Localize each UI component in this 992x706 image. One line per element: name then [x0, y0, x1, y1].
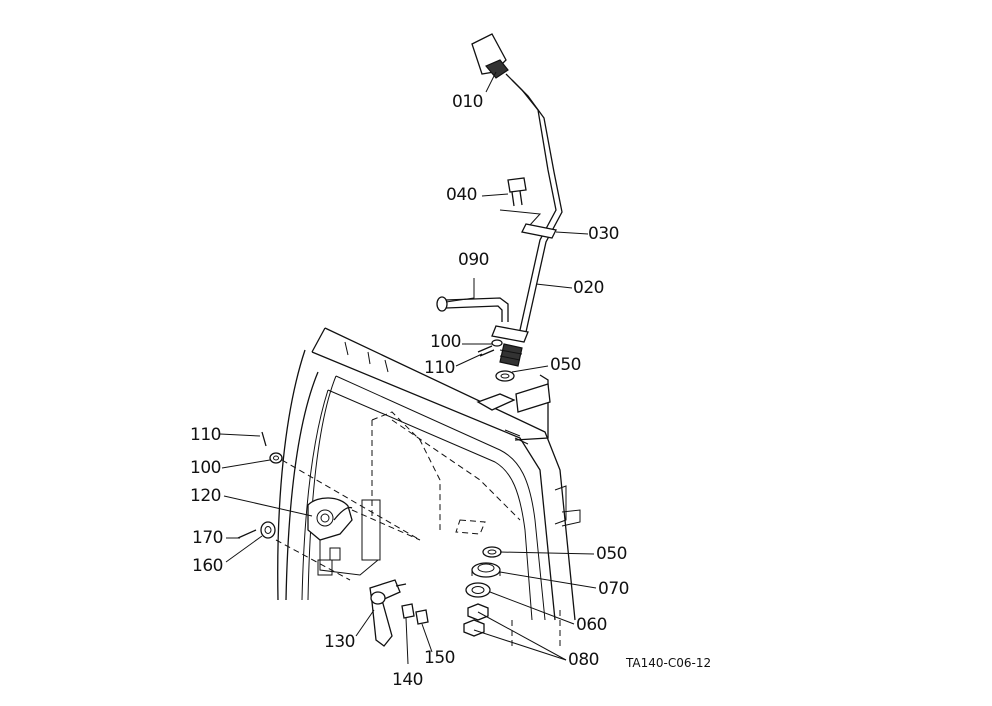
- lower-stack: [463, 546, 561, 650]
- part-label-090: 090: [458, 250, 489, 270]
- part-label-100-left: 100: [190, 458, 221, 478]
- upper-small-parts: [476, 339, 551, 413]
- drawing-code: TA140-C06-12: [626, 656, 712, 670]
- shift-lever: [471, 33, 563, 367]
- part-label-030: 030: [588, 224, 619, 244]
- left-assembly: [237, 431, 429, 647]
- part-label-120: 120: [190, 486, 221, 506]
- part-label-160: 160: [192, 556, 223, 576]
- leader-lines: [219, 71, 597, 665]
- cabin-frame: [277, 327, 581, 621]
- part-label-110-upper: 110: [424, 358, 455, 378]
- rod-090: [436, 296, 509, 322]
- bolt-040: [507, 177, 527, 207]
- part-label-050-lower: 050: [596, 544, 627, 564]
- part-label-010: 010: [452, 92, 483, 112]
- part-label-130: 130: [324, 632, 355, 652]
- part-label-020: 020: [573, 278, 604, 298]
- part-label-050-upper: 050: [550, 355, 581, 375]
- part-label-170: 170: [192, 528, 223, 548]
- part-label-150: 150: [424, 648, 455, 668]
- part-label-060: 060: [576, 615, 607, 635]
- part-label-070: 070: [598, 579, 629, 599]
- part-label-100-upper: 100: [430, 332, 461, 352]
- part-label-040: 040: [446, 185, 477, 205]
- part-label-110-left: 110: [190, 425, 221, 445]
- part-label-140: 140: [392, 670, 423, 690]
- part-label-080: 080: [568, 650, 599, 670]
